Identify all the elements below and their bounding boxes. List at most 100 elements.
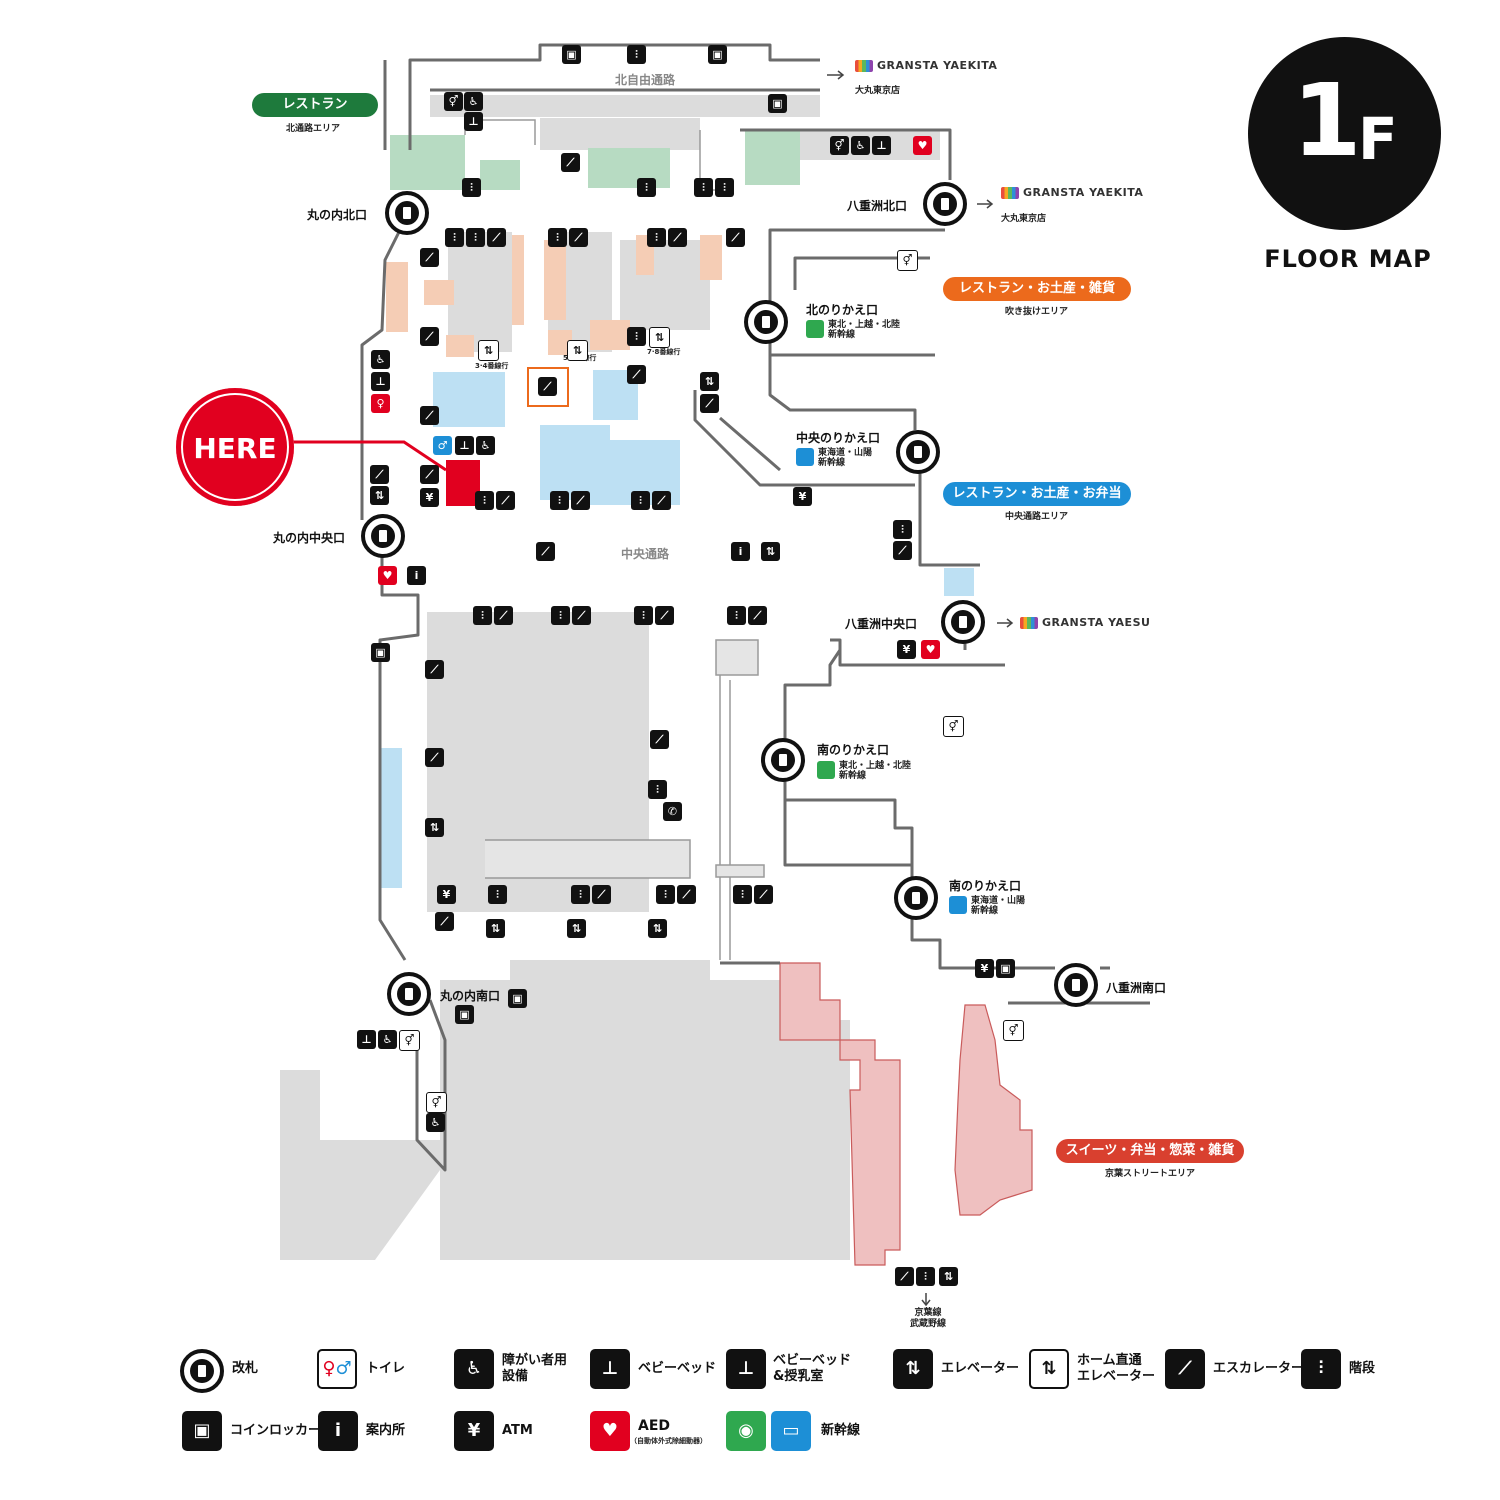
toilet-icon[interactable]: ⚥ (444, 92, 463, 111)
escalator-icon[interactable]: ⟋ (700, 394, 719, 413)
info-icon[interactable]: i (407, 566, 426, 585)
stairs-icon[interactable]: ⫶ (466, 228, 485, 247)
here-marker[interactable]: HERE (176, 388, 294, 506)
info-icon[interactable]: i (731, 542, 750, 561)
gate-marunouchi-central[interactable] (361, 514, 405, 558)
stairs-icon[interactable]: ⫶ (627, 45, 646, 64)
locker-icon[interactable]: ▣ (455, 1005, 474, 1024)
accessible-icon[interactable]: ♿ (464, 92, 483, 111)
gate-transfer-central[interactable] (896, 430, 940, 474)
accessible-icon[interactable]: ♿ (378, 1030, 397, 1049)
escalator-icon[interactable]: ⟋ (748, 606, 767, 625)
accessible-icon[interactable]: ♿ (371, 350, 390, 369)
aed-icon[interactable]: ♥ (921, 640, 940, 659)
elevator-icon[interactable]: ⇅ (700, 372, 719, 391)
baby-bed-icon[interactable]: ⊥ (357, 1030, 376, 1049)
stairs-icon[interactable]: ⫶ (462, 178, 481, 197)
locker-icon[interactable]: ▣ (508, 989, 527, 1008)
platform-elevator-icon[interactable]: ⇅ (649, 327, 670, 348)
accessible-icon[interactable]: ♿ (426, 1113, 445, 1132)
escalator-icon[interactable]: ⟋ (627, 365, 646, 384)
gate-marunouchi-south[interactable] (387, 972, 431, 1016)
escalator-icon[interactable]: ⟋ (420, 406, 439, 425)
stairs-icon[interactable]: ⫶ (656, 885, 675, 904)
stairs-icon[interactable]: ⫶ (627, 327, 646, 346)
escalator-icon[interactable]: ⟋ (538, 377, 557, 396)
brand-gransta-yaesu[interactable]: GRANSTA YAESU (1020, 616, 1150, 629)
escalator-icon[interactable]: ⟋ (895, 1267, 914, 1286)
escalator-icon[interactable]: ⟋ (536, 542, 555, 561)
stairs-icon[interactable]: ⫶ (445, 228, 464, 247)
toilet-icon[interactable]: ♂ (433, 436, 452, 455)
toilet-icon[interactable]: ♀ (371, 394, 390, 413)
gate-yaesu-south[interactable] (1054, 963, 1098, 1007)
escalator-icon[interactable]: ⟋ (572, 606, 591, 625)
aed-icon[interactable]: ♥ (913, 136, 932, 155)
escalator-icon[interactable]: ⟋ (893, 541, 912, 560)
baby-bed-icon[interactable]: ⊥ (872, 136, 891, 155)
area-restaurant-north[interactable]: レストラン (252, 93, 378, 117)
gate-transfer-north[interactable] (744, 300, 788, 344)
area-keiyo[interactable]: スイーツ・弁当・惣菜・雑貨 (1056, 1139, 1244, 1163)
accessible-icon[interactable]: ♿ (851, 136, 870, 155)
escalator-icon[interactable]: ⟋ (677, 885, 696, 904)
escalator-icon[interactable]: ⟋ (420, 248, 439, 267)
escalator-icon[interactable]: ⟋ (726, 228, 745, 247)
gate-yaesu-north[interactable] (923, 182, 967, 226)
platform-elevator-icon[interactable]: ⇅ (478, 340, 499, 361)
stairs-icon[interactable]: ⫶ (637, 178, 656, 197)
elevator-icon[interactable]: ⇅ (425, 818, 444, 837)
escalator-icon[interactable]: ⟋ (652, 491, 671, 510)
area-fukinuke[interactable]: レストラン・お土産・雑貨 (943, 277, 1131, 301)
area-central[interactable]: レストラン・お土産・お弁当 (943, 482, 1131, 506)
toilet-icon[interactable]: ⚥ (943, 716, 964, 737)
baby-bed-icon[interactable]: ⊥ (464, 112, 483, 131)
stairs-icon[interactable]: ⫶ (488, 885, 507, 904)
accessible-icon[interactable]: ♿ (476, 436, 495, 455)
phone-icon[interactable]: ✆ (663, 802, 682, 821)
toilet-icon[interactable]: ⚥ (897, 250, 918, 271)
baby-bed-icon[interactable]: ⊥ (455, 436, 474, 455)
toilet-icon[interactable]: ⚥ (426, 1092, 447, 1113)
toilet-icon[interactable]: ⚥ (399, 1030, 420, 1051)
brand-gransta-yaekita-1[interactable]: GRANSTA YAEKITA (855, 59, 997, 72)
baby-bed-icon[interactable]: ⊥ (371, 372, 390, 391)
escalator-icon[interactable]: ⟋ (668, 228, 687, 247)
toilet-icon[interactable]: ⚥ (830, 136, 849, 155)
platform-elevator-icon[interactable]: ⇅ (567, 340, 588, 361)
escalator-icon[interactable]: ⟋ (561, 153, 580, 172)
locker-icon[interactable]: ▣ (708, 45, 727, 64)
stairs-icon[interactable]: ⫶ (634, 606, 653, 625)
atm-icon[interactable]: ¥ (975, 959, 994, 978)
escalator-icon[interactable]: ⟋ (425, 748, 444, 767)
locker-icon[interactable]: ▣ (371, 643, 390, 662)
stairs-icon[interactable]: ⫶ (893, 520, 912, 539)
stairs-icon[interactable]: ⫶ (473, 606, 492, 625)
locker-icon[interactable]: ▣ (996, 959, 1015, 978)
escalator-icon[interactable]: ⟋ (370, 465, 389, 484)
escalator-icon[interactable]: ⟋ (754, 885, 773, 904)
stairs-icon[interactable]: ⫶ (647, 228, 666, 247)
stairs-icon[interactable]: ⫶ (550, 491, 569, 510)
stairs-icon[interactable]: ⫶ (548, 228, 567, 247)
atm-icon[interactable]: ¥ (793, 487, 812, 506)
atm-icon[interactable]: ¥ (897, 640, 916, 659)
stairs-icon[interactable]: ⫶ (648, 780, 667, 799)
escalator-icon[interactable]: ⟋ (425, 660, 444, 679)
brand-gransta-yaekita-2[interactable]: GRANSTA YAEKITA (1001, 186, 1143, 199)
elevator-icon[interactable]: ⇅ (370, 486, 389, 505)
escalator-icon[interactable]: ⟋ (435, 912, 454, 931)
gate-yaesu-central[interactable] (941, 600, 985, 644)
atm-icon[interactable]: ¥ (437, 885, 456, 904)
escalator-icon[interactable]: ⟋ (494, 606, 513, 625)
gate-transfer-south-2[interactable] (894, 876, 938, 920)
toilet-icon[interactable]: ⚥ (1003, 1020, 1024, 1041)
stairs-icon[interactable]: ⫶ (715, 178, 734, 197)
elevator-icon[interactable]: ⇅ (939, 1267, 958, 1286)
escalator-icon[interactable]: ⟋ (592, 885, 611, 904)
aed-icon[interactable]: ♥ (378, 566, 397, 585)
stairs-icon[interactable]: ⫶ (733, 885, 752, 904)
stairs-icon[interactable]: ⫶ (631, 491, 650, 510)
escalator-icon[interactable]: ⟋ (420, 465, 439, 484)
stairs-icon[interactable]: ⫶ (571, 885, 590, 904)
